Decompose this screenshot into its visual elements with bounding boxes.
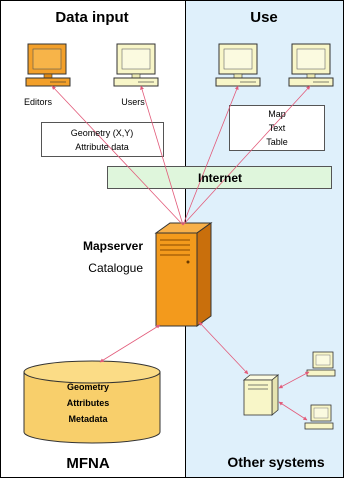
catalogue-label: Catalogue [88, 261, 143, 275]
internet-band [107, 166, 332, 189]
use-computer-1-icon [215, 43, 261, 87]
output-box-line3: Table [266, 137, 288, 147]
arrow-to-other-server [198, 321, 249, 375]
input-box-line2: Attribute data [75, 142, 129, 152]
arrow-to-use-2 [182, 85, 311, 226]
other-systems-pc-1-icon [306, 351, 336, 377]
arrow-to-database [99, 324, 161, 363]
mfna-title: MFNA [66, 455, 109, 472]
database-line2: Attributes [67, 398, 110, 408]
database-line1: Geometry [67, 382, 109, 392]
arrow-to-editors [51, 85, 184, 226]
input-box-line1: Geometry (X,Y) [71, 128, 134, 138]
data-input-title: Data input [55, 9, 128, 26]
other-systems-server-icon [242, 374, 280, 416]
mapserver-label: Mapserver [83, 239, 143, 253]
use-computer-2-icon [288, 43, 334, 87]
other-systems-pc-2-icon [304, 404, 334, 430]
users-label: Users [121, 97, 145, 107]
editors-computer-icon [25, 43, 71, 87]
internet-label: Internet [198, 171, 242, 185]
database-cylinder-icon [23, 360, 161, 444]
editors-label: Editors [24, 97, 53, 107]
users-computer-icon [113, 43, 159, 87]
arrow-to-other-pc-2 [278, 401, 308, 421]
server-tower-icon [154, 222, 213, 327]
use-title: Use [250, 9, 278, 26]
database-line3: Metadata [68, 414, 108, 424]
other-systems-title: Other systems [227, 454, 324, 470]
output-data-box [229, 105, 325, 151]
output-box-line1: Map [268, 109, 286, 119]
arrow-to-use-1 [182, 85, 239, 226]
output-box-line2: Text [269, 123, 286, 133]
arrow-to-users [140, 85, 184, 226]
arrow-to-other-pc-1 [278, 371, 310, 389]
